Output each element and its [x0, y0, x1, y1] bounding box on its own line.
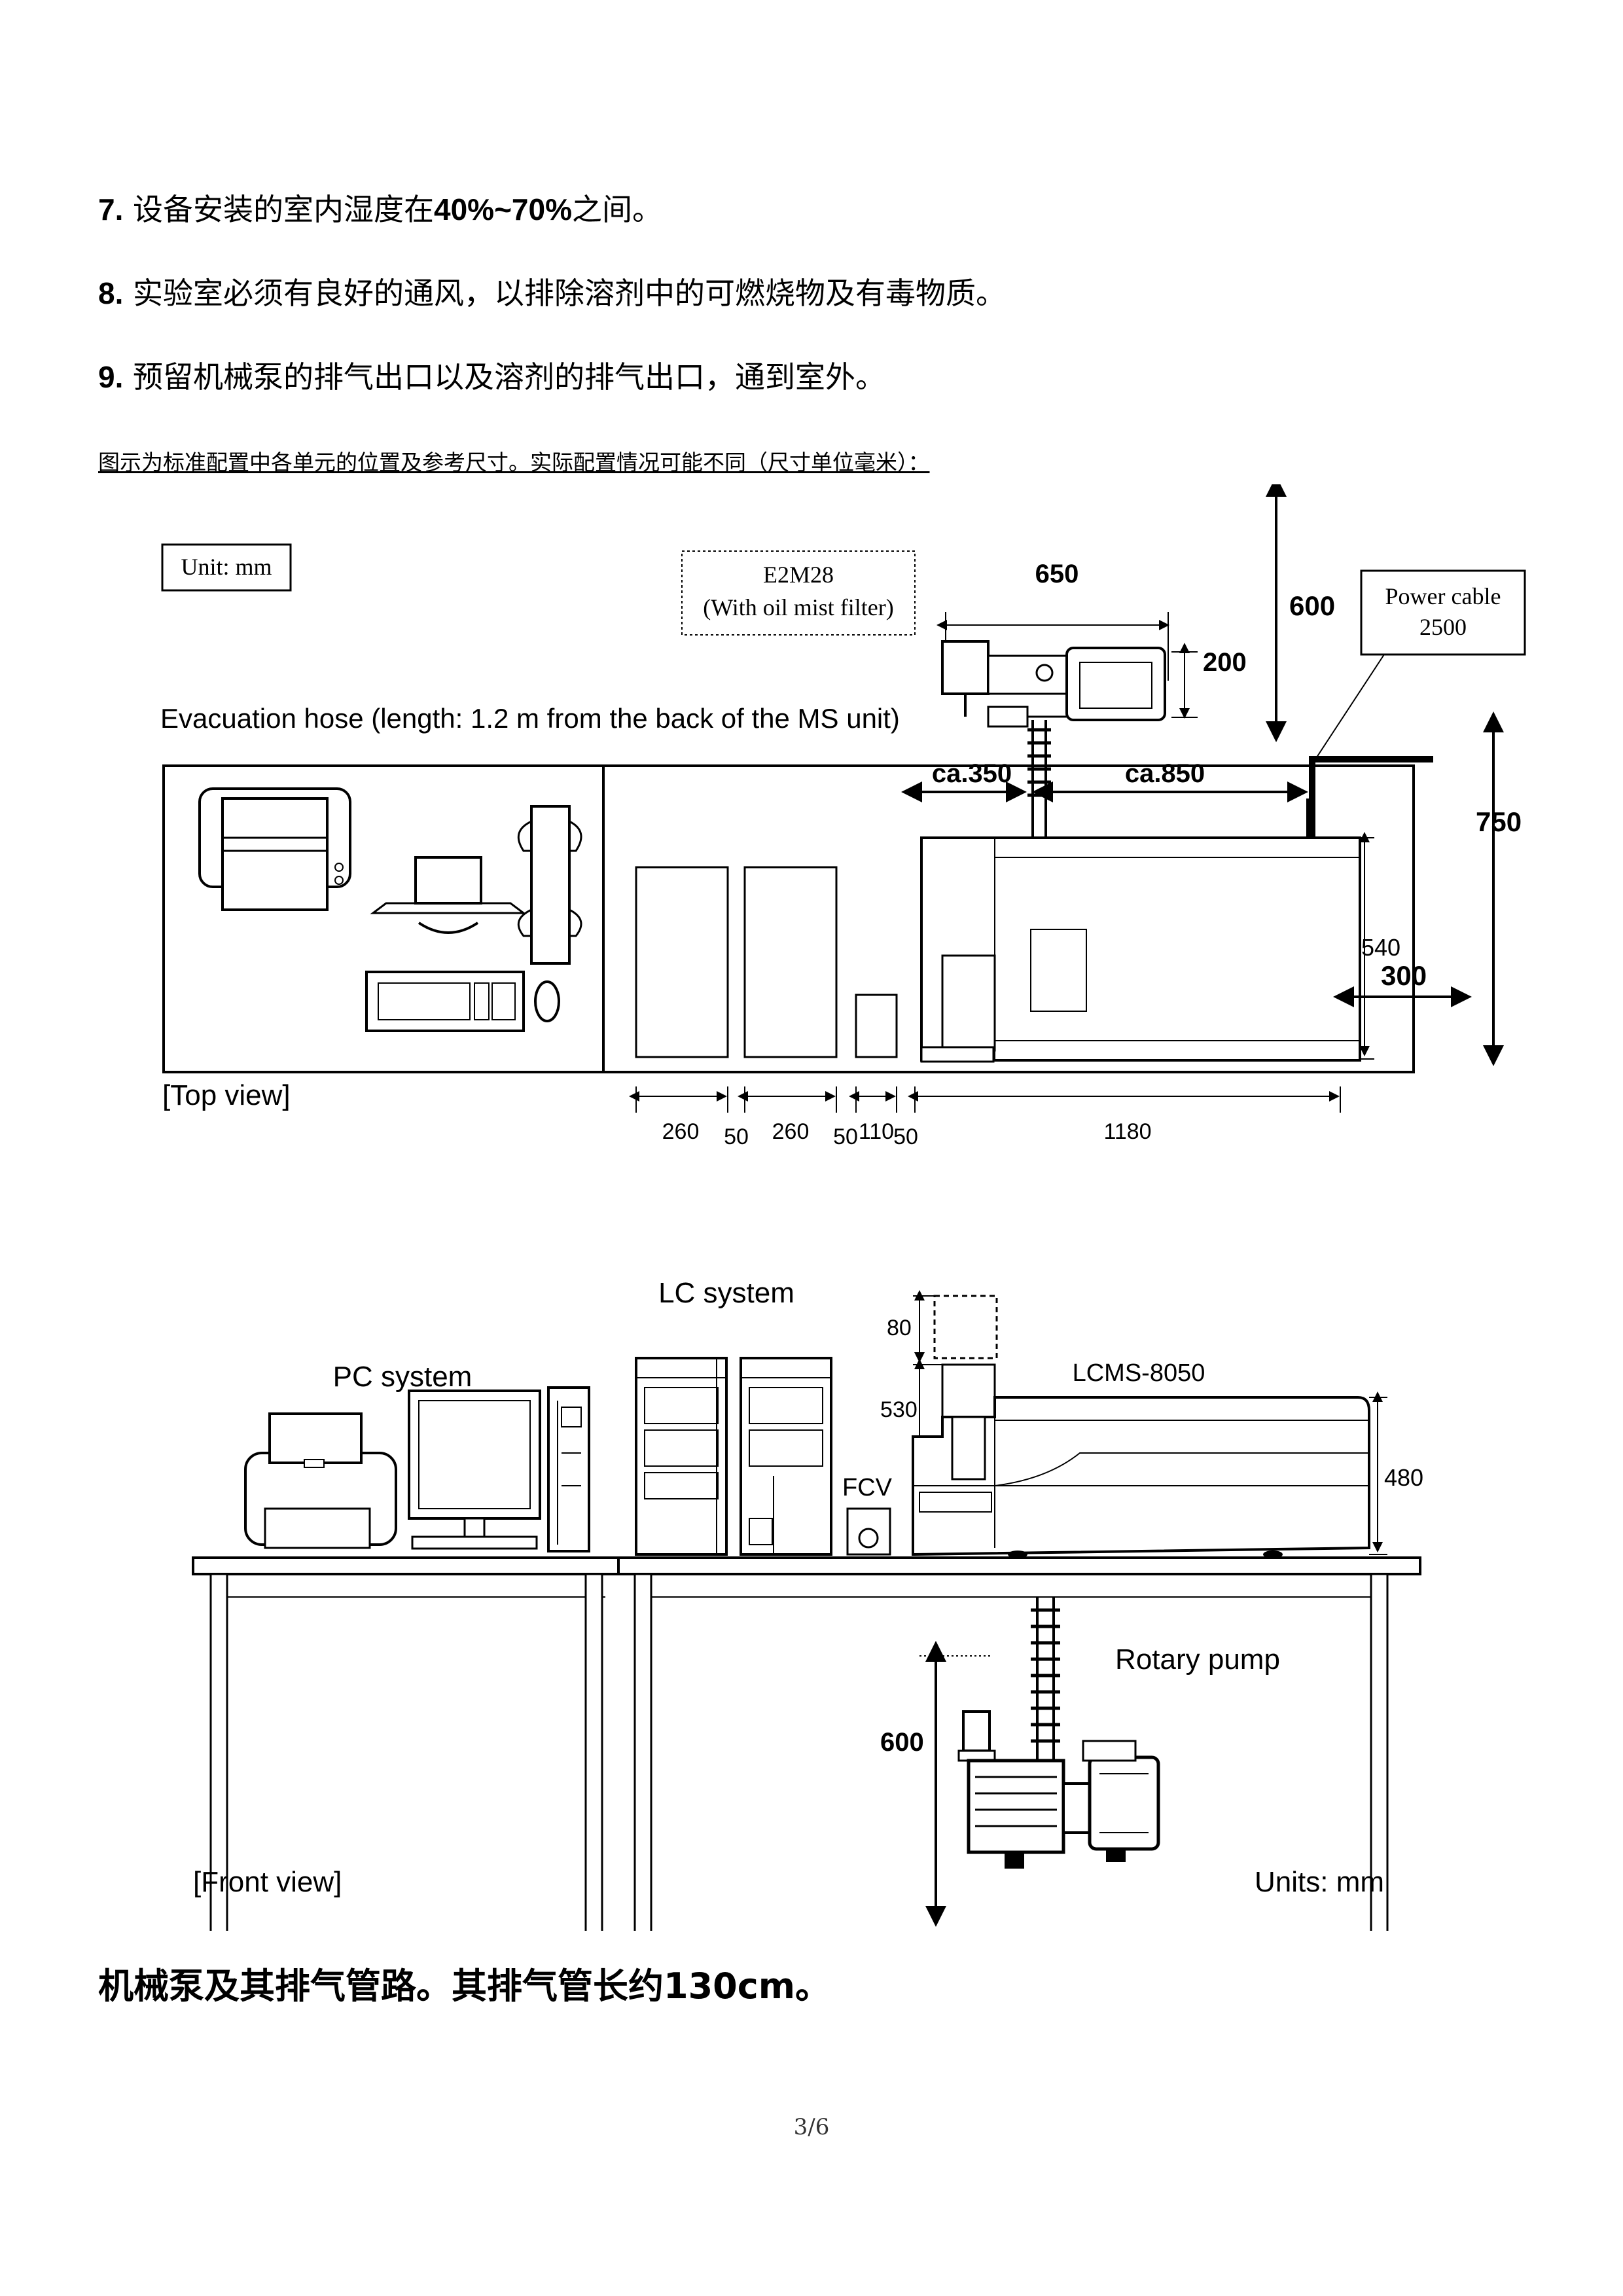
rotary-pump-front	[957, 1710, 1160, 1869]
top-view-diagram: Unit: mm E2M28 (With oil mist filter) 65…	[160, 484, 1526, 1149]
dim-label: 50	[724, 1124, 749, 1149]
ms-unit-front	[912, 1363, 1370, 1558]
humidity-range: 40%~70%	[434, 192, 572, 226]
dim-ca850-label: ca.850	[1125, 759, 1205, 788]
item-number: 8.	[98, 276, 124, 310]
requirement-item-7: 7. 设备安装的室内湿度在40%~70%之间。	[98, 190, 662, 229]
dim-label: 260	[772, 1119, 810, 1144]
dim-ca350-label: ca.350	[932, 759, 1012, 788]
bottom-heading: 机械泵及其排气管路。其排气管长约130cm。	[98, 1965, 830, 2007]
lc-module-2-top	[743, 866, 838, 1058]
dim-480-label: 480	[1384, 1464, 1423, 1491]
requirement-item-9: 9. 预留机械泵的排气出口以及溶剂的排气出口，通到室外。	[98, 357, 885, 397]
front-view-diagram: LC system PC system F	[192, 1277, 1423, 1931]
fcv-top	[855, 994, 898, 1058]
lc-system-label: LC system	[658, 1277, 794, 1309]
dim-540-label: 540	[1361, 934, 1400, 961]
fcv-front	[846, 1507, 891, 1556]
keyboard-icon	[365, 971, 525, 1032]
dim-200-label: 200	[1203, 648, 1247, 677]
monitor-top-icon	[370, 856, 527, 934]
page-number: 3/6	[793, 2114, 830, 2140]
dim-label: 1180	[1103, 1119, 1151, 1144]
filter-outline-dashed	[933, 1295, 998, 1359]
pump-model-box	[681, 550, 916, 636]
table-front-left	[192, 1556, 620, 1931]
figure-caption: 图示为标准配置中各单元的位置及参考尺寸。实际配置情况可能不同（尺寸单位毫米）：	[98, 450, 930, 475]
item-text: 预留机械泵的排气出口以及溶剂的排气出口，通到室外。	[133, 359, 885, 395]
dim-600-label: 600	[1289, 590, 1335, 621]
unit-box	[161, 543, 292, 592]
dim-750-label: 750	[1476, 806, 1522, 837]
power-cable-label: Power cable	[1385, 583, 1501, 609]
pc-tower-front-icon	[547, 1386, 590, 1552]
dim-650-label: 650	[1035, 560, 1079, 588]
rotary-pump-top	[941, 640, 1166, 728]
table-top-outline	[162, 764, 1415, 1073]
table-front-right	[617, 1556, 1421, 1931]
evacuation-hose	[1027, 720, 1051, 838]
item-number: 7.	[98, 192, 124, 226]
lc-module-1-top	[635, 866, 729, 1058]
dim-label: 110	[859, 1119, 894, 1144]
top-view-label: [Top view]	[162, 1079, 291, 1111]
mouse-icon	[534, 980, 560, 1022]
ms-unit-top	[920, 798, 1361, 1063]
power-cable-length: 2500	[1419, 614, 1467, 640]
pc-system-label: PC system	[333, 1361, 473, 1393]
dim-label: 50	[833, 1124, 858, 1149]
item-text: 设备安装的室内湿度在	[133, 192, 434, 227]
ms-model-label: LCMS-8050	[1073, 1359, 1205, 1387]
rotary-pump-label: Rotary pump	[1115, 1643, 1280, 1676]
power-cable-leader	[1315, 654, 1385, 760]
printer-front-icon	[244, 1412, 397, 1549]
exhaust-hose-front	[1031, 1597, 1060, 1774]
dim-80-label: 80	[887, 1316, 912, 1340]
pump-filter-label: (With oil mist filter)	[703, 594, 894, 620]
dim-300-label: 300	[1381, 960, 1427, 991]
monitor-front-icon	[408, 1390, 541, 1550]
power-cable-box	[1360, 569, 1526, 656]
pc-tower-top-icon	[517, 805, 582, 965]
front-view-label: [Front view]	[193, 1866, 342, 1898]
units-label: Units: mm	[1255, 1866, 1384, 1898]
dim-530-label: 530	[880, 1397, 918, 1422]
hose-label: Evacuation hose (length: 1.2 m from the …	[160, 703, 900, 734]
pump-model-label: E2M28	[763, 562, 834, 588]
power-cable-line	[1309, 756, 1433, 838]
bottom-dimension-line	[629, 1086, 1341, 1113]
dim-label: 260	[662, 1119, 700, 1144]
dim-600-front-label: 600	[880, 1728, 924, 1757]
requirement-item-8: 8. 实验室必须有良好的通风，以排除溶剂中的可燃烧物及有毒物质。	[98, 274, 1006, 313]
item-text-end: 之间。	[572, 192, 662, 227]
lc-module-2-front	[740, 1357, 832, 1556]
printer-icon	[198, 787, 351, 911]
item-number: 9.	[98, 360, 124, 394]
lc-module-1-front	[635, 1357, 728, 1556]
dim-label: 50	[893, 1124, 918, 1149]
fcv-label: FCV	[842, 1474, 893, 1501]
unit-label: Unit: mm	[181, 554, 272, 580]
item-text: 实验室必须有良好的通风，以排除溶剂中的可燃烧物及有毒物质。	[133, 276, 1006, 311]
